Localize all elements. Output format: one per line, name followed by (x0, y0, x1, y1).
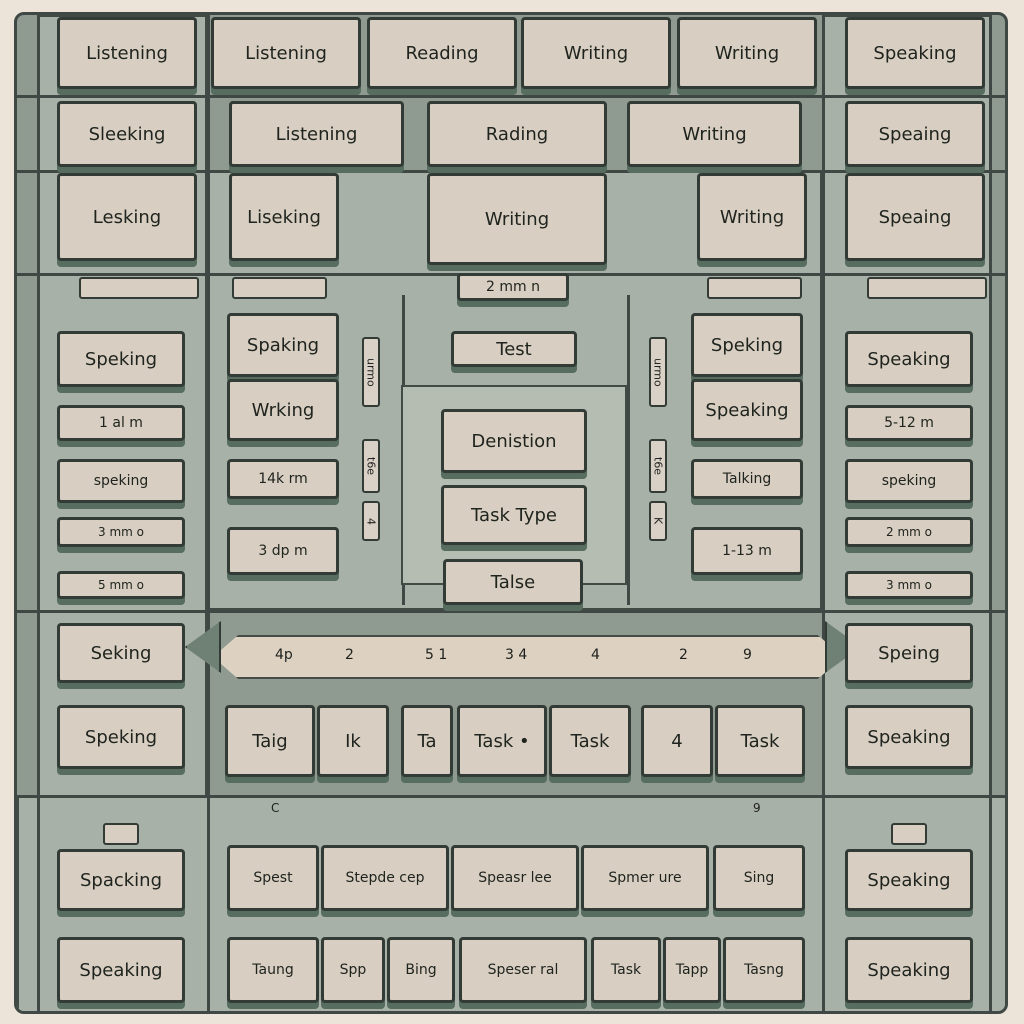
skill-tile: Spacking (57, 849, 185, 911)
duration-tile: 3 dp m (227, 527, 339, 575)
skill-tile: Writing (677, 17, 817, 89)
skill-tile: speking (845, 459, 973, 503)
task-tile: Bing (387, 937, 455, 1003)
side-label: urmo (649, 337, 667, 407)
skill-tile: speking (57, 459, 185, 503)
skill-tile: Speaking (845, 849, 973, 911)
side-label: K (649, 501, 667, 541)
timeline-tick: 4p (275, 647, 293, 663)
grid-line (627, 295, 630, 605)
task-tile: Taung (227, 937, 319, 1003)
skill-tile: Speing (845, 623, 973, 683)
grid-line (17, 170, 1005, 173)
connector-cap (891, 823, 927, 845)
skill-tile: Speaking (845, 705, 973, 769)
duration-tile: 1 al m (57, 405, 185, 441)
skill-tile: Writing (697, 173, 807, 261)
grid-line (37, 15, 40, 1011)
mini-label: C (271, 801, 280, 815)
skill-tile: Speking (691, 313, 803, 377)
side-label: urmo (362, 337, 380, 407)
skill-tile: Reading (367, 17, 517, 89)
task-tile: Taig (225, 705, 315, 777)
task-tile: Ik (317, 705, 389, 777)
timeline-tick: 4 (591, 647, 600, 663)
duration-tile: 1-13 m (691, 527, 803, 575)
duration-tile: 2 mm o (845, 517, 973, 547)
grid-line (207, 15, 210, 1011)
duration-tile: 3 mm o (845, 571, 973, 599)
grid-line (17, 95, 1005, 98)
test-box: Test (451, 331, 577, 367)
side-label: 4 (362, 501, 380, 541)
skill-tile: Talking (691, 459, 803, 499)
skill-tile: Writing (627, 101, 802, 167)
skill-tile: Sleeking (57, 101, 197, 167)
timeline-bar (213, 635, 843, 679)
connector-cap (232, 277, 327, 299)
timeline-tick: 9 (743, 647, 752, 663)
task-tile: Tapp (663, 937, 721, 1003)
grid-line (17, 795, 1005, 798)
definition-box: Denistion (441, 409, 587, 473)
skill-tile: Listening (211, 17, 361, 89)
skill-tile: Speking (57, 705, 185, 769)
skill-tile: Lesking (57, 173, 197, 261)
grid-line (17, 610, 1005, 613)
skill-tile: Speaking (845, 937, 973, 1003)
connector-cap (707, 277, 802, 299)
task-tile: Spp (321, 937, 385, 1003)
task-tile: Ta (401, 705, 453, 777)
mini-label: 9 (753, 801, 761, 815)
connector-cap (79, 277, 199, 299)
side-label: t6e (649, 439, 667, 493)
task-tile: 4 (641, 705, 713, 777)
task-tile: Sing (713, 845, 805, 911)
task-type-box: Task Type (441, 485, 587, 545)
skill-tile: Speaking (845, 331, 973, 387)
connector-cap (103, 823, 139, 845)
duration-tile: 3 mm o (57, 517, 185, 547)
duration-tile: 5 mm o (57, 571, 185, 599)
grid-line (989, 15, 992, 1011)
timeline-tick: 3 4 (505, 647, 528, 663)
timeline-tick: 2 (679, 647, 688, 663)
duration-label: 2 mm n (457, 273, 569, 301)
timeline-tick: 5 1 (425, 647, 448, 663)
task-tile: Task (591, 937, 661, 1003)
skill-tile: Seking (57, 623, 185, 683)
skill-tile: Speaking (57, 937, 185, 1003)
task-tile: Speasr lee (451, 845, 579, 911)
skill-tile: Writing (521, 17, 671, 89)
skill-tile: Speking (57, 331, 185, 387)
duration-tile: 5-12 m (845, 405, 973, 441)
skill-tile: Speaking (691, 379, 803, 441)
connector-cap (867, 277, 987, 299)
task-tile: Stepde cep (321, 845, 449, 911)
skill-tile: Liseking (229, 173, 339, 261)
skill-tile: Listening (57, 17, 197, 89)
skill-tile: Wrking (227, 379, 339, 441)
skill-tile: Speaing (845, 173, 985, 261)
task-tile: Spmer ure (581, 845, 709, 911)
table-box: Talse (443, 559, 583, 605)
task-tile: Spest (227, 845, 319, 911)
grid-line (822, 15, 825, 1011)
duration-tile: 14k rm (227, 459, 339, 499)
timeline-tick: 2 (345, 647, 354, 663)
skill-tile: Rading (427, 101, 607, 167)
skill-tile: Listening (229, 101, 404, 167)
task-tile: Task • (457, 705, 547, 777)
task-tile: Tasng (723, 937, 805, 1003)
skill-tile: Speaking (845, 17, 985, 89)
skill-tile: Speaing (845, 101, 985, 167)
diagram-board: Listening Listening Reading Writing Writ… (14, 12, 1008, 1014)
task-tile: Task (715, 705, 805, 777)
side-label: t6e (362, 439, 380, 493)
task-tile: Speser ral (459, 937, 587, 1003)
skill-tile: Spaking (227, 313, 339, 377)
task-tile: Task (549, 705, 631, 777)
skill-tile: Writing (427, 173, 607, 265)
